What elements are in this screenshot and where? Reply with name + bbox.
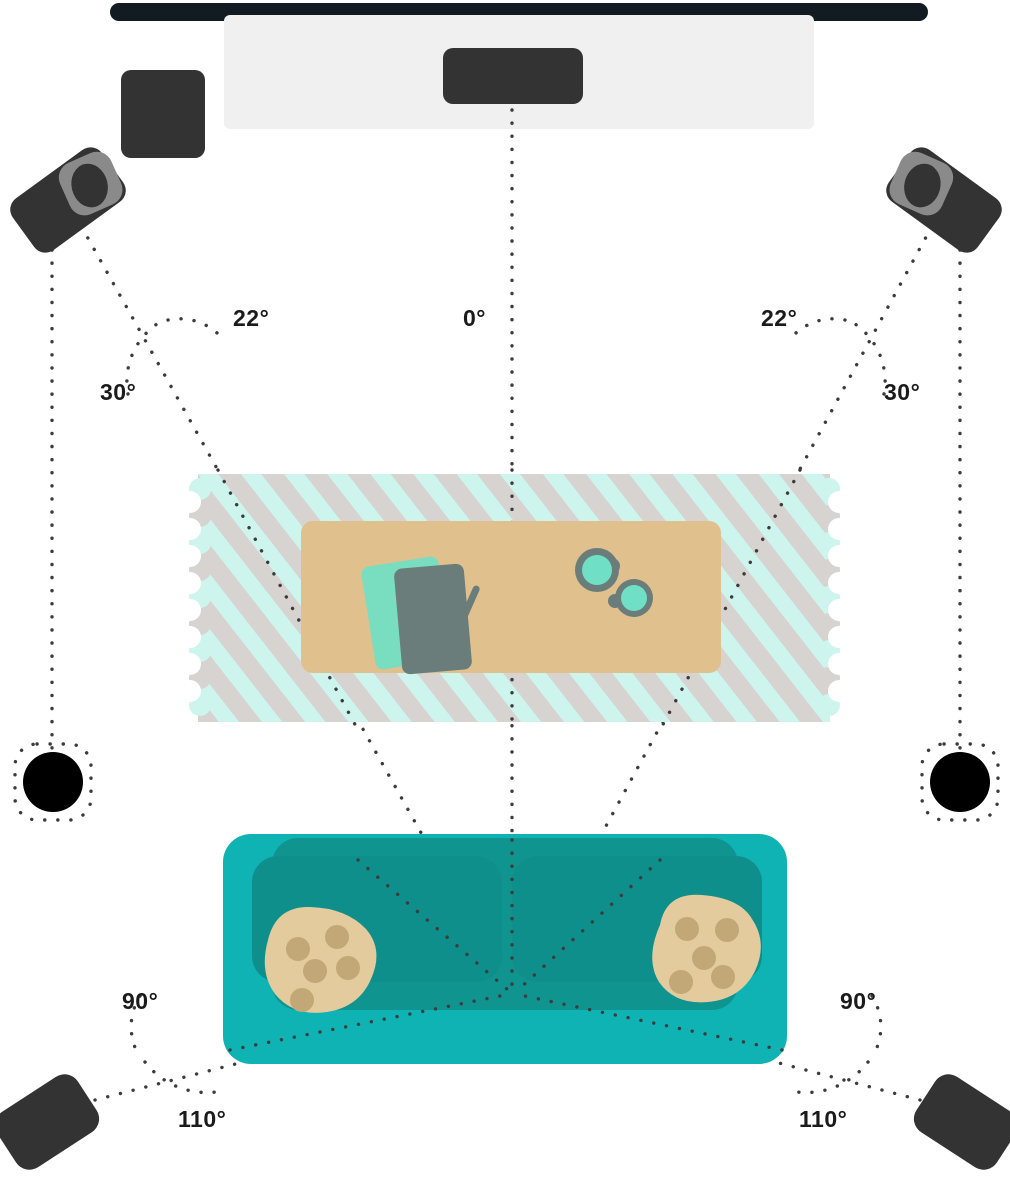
rug-edge-notches <box>179 491 850 702</box>
rear-right-speaker[interactable] <box>908 1068 1010 1176</box>
label-rear-right-90: 90° <box>840 988 877 1014</box>
coffee-table <box>301 521 721 673</box>
surround-right-speaker[interactable] <box>920 742 1000 822</box>
coffee-cup-small <box>608 579 653 617</box>
arc-left-22 <box>166 317 224 340</box>
center-channel-speaker[interactable] <box>443 48 583 104</box>
arc-rear-right-110 <box>795 1060 870 1095</box>
label-front-left-22: 22° <box>233 305 270 331</box>
label-right-30: 30° <box>884 379 921 405</box>
rear-left-speaker[interactable] <box>0 1068 105 1176</box>
front-right-speaker[interactable] <box>875 137 1008 259</box>
books-on-table <box>361 556 472 675</box>
sight-lines-sofa-overlay <box>228 838 784 1052</box>
label-rear-left-110: 110° <box>178 1106 227 1132</box>
surround-left-speaker[interactable] <box>13 742 93 822</box>
cushion-right <box>652 894 761 1003</box>
arc-rear-left-110 <box>143 1060 218 1095</box>
label-rear-right-110: 110° <box>799 1106 848 1132</box>
cushion-left <box>264 906 377 1013</box>
pen-on-table <box>459 585 480 623</box>
label-rear-left-90: 90° <box>122 988 159 1014</box>
arc-right-22 <box>789 317 847 340</box>
label-left-30: 30° <box>100 379 137 405</box>
front-left-speaker[interactable] <box>4 137 137 259</box>
sofa <box>223 834 787 1064</box>
coffee-cup-large <box>575 548 620 592</box>
label-front-right-22: 22° <box>761 305 798 331</box>
arc-right-30 <box>850 320 887 396</box>
side-cabinet <box>121 70 205 158</box>
label-center-0: 0° <box>463 305 486 331</box>
angle-arcs <box>125 317 887 1095</box>
